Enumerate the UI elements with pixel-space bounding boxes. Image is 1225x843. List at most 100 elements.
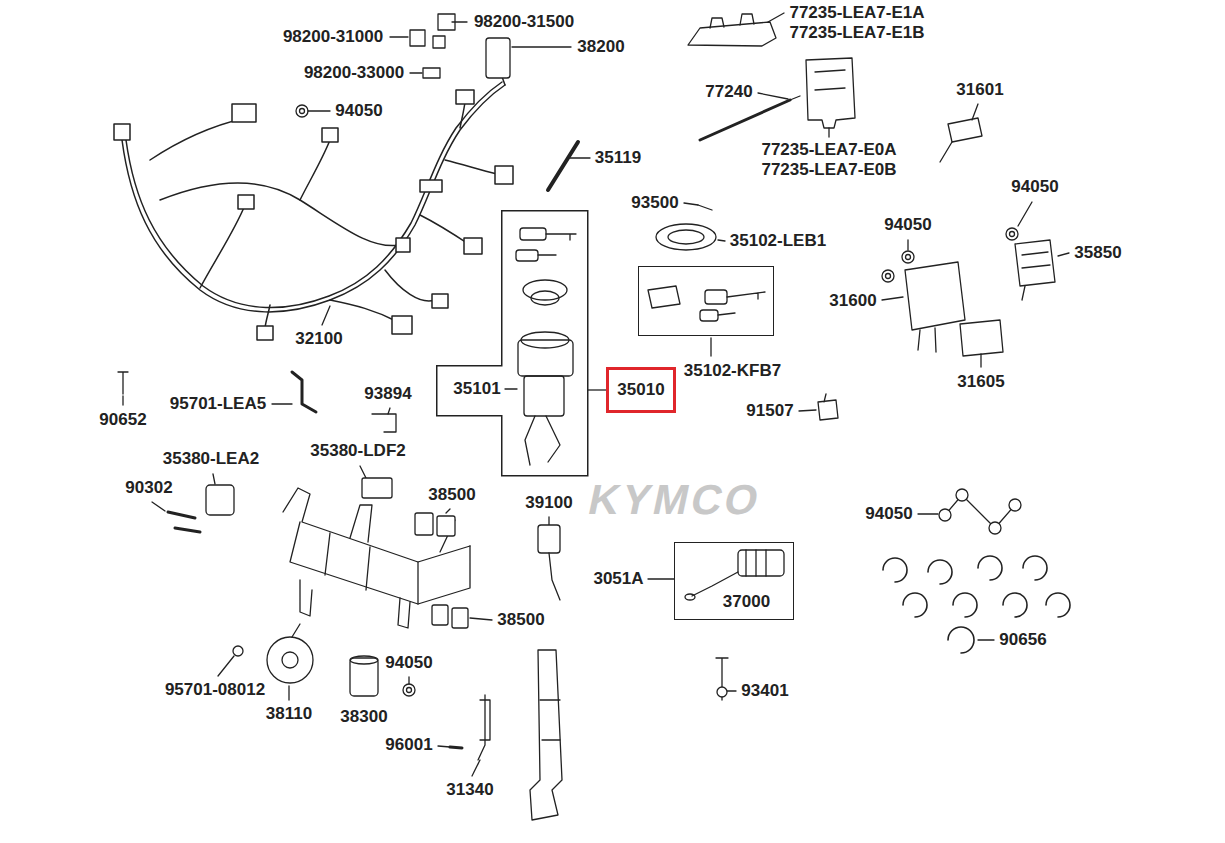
parts-illustration <box>122 396 123 405</box>
parts-illustration <box>420 215 470 245</box>
parts-illustration <box>945 495 1015 528</box>
parts-illustration <box>738 550 784 576</box>
callout-number: 39100 <box>524 493 573 513</box>
parts-illustration <box>495 166 513 184</box>
parts-illustration <box>918 328 936 352</box>
parts-illustration <box>928 560 952 584</box>
parts-illustration <box>570 157 590 158</box>
callout-number: 35850 <box>1073 243 1122 263</box>
parts-illustration <box>432 294 448 308</box>
parts-illustration <box>445 160 497 174</box>
parts-illustration <box>390 36 408 37</box>
parts-illustration <box>518 340 573 376</box>
parts-illustration <box>948 627 974 653</box>
group-outline <box>437 211 588 476</box>
parts-illustration <box>718 313 735 315</box>
parts-illustration <box>688 22 776 46</box>
group-outline <box>436 210 587 475</box>
callout-number: 31601 <box>955 80 1004 100</box>
watermark-text: KYMCO <box>583 477 766 523</box>
callout-number: 94050 <box>864 504 913 524</box>
parts-illustration <box>1009 499 1021 511</box>
callout-number: 98200-31000 <box>282 27 384 47</box>
parts-illustration <box>940 142 952 162</box>
parts-illustration <box>450 747 462 748</box>
key-set-drawing <box>648 286 765 321</box>
callout-number: 95701-08012 <box>164 680 266 700</box>
parts-illustration <box>705 290 727 304</box>
parts-illustration <box>330 300 398 322</box>
callout-number: 35101 <box>452 379 501 399</box>
parts-illustration <box>1006 228 1018 240</box>
parts-illustration <box>978 639 994 640</box>
parts-illustration <box>437 516 455 536</box>
parts-illustration <box>939 509 951 521</box>
parts-illustration <box>718 240 725 241</box>
parts-illustration <box>288 686 289 700</box>
parts-illustration <box>956 489 968 501</box>
parts-illustration <box>486 38 510 78</box>
parts-illustration <box>213 474 215 484</box>
parts-illustration <box>700 310 718 321</box>
parts-illustration <box>438 14 455 30</box>
parts-illustration <box>292 372 316 412</box>
callout-number: 90656 <box>998 630 1047 650</box>
parts-illustration <box>656 224 716 250</box>
parts-illustration <box>700 100 790 140</box>
parts-illustration <box>272 403 292 404</box>
parts-illustration <box>114 13 1070 820</box>
parts-illustration <box>886 274 891 279</box>
ignition-switch-drawing <box>516 228 576 465</box>
parts-illustration <box>727 690 736 691</box>
callout-number: 96001 <box>384 735 433 755</box>
parts-illustration <box>200 205 245 288</box>
lower-parts-drawing <box>118 372 728 820</box>
parts-illustration <box>218 656 234 676</box>
parts-illustration <box>549 553 560 600</box>
callout-number: 91507 <box>745 401 794 421</box>
parts-illustration <box>818 394 838 420</box>
kit-box: 3051A37000 <box>674 542 794 620</box>
parts-illustration <box>464 238 482 254</box>
parts-illustration <box>716 658 728 700</box>
parts-illustration <box>505 388 517 389</box>
parts-illustration <box>325 533 370 590</box>
parts-illustration <box>118 372 128 394</box>
parts-illustration <box>360 466 366 478</box>
parts-illustration <box>403 684 415 696</box>
parts-illustration <box>238 195 254 209</box>
kit-box: 35102-KFB7 <box>638 266 774 336</box>
parts-illustration <box>882 297 903 300</box>
parts-illustration <box>168 512 200 532</box>
parts-illustration <box>948 118 982 142</box>
parts-illustration <box>1015 240 1055 286</box>
parts-illustration <box>648 286 680 308</box>
callout-number: 35380-LDF2 <box>309 441 406 461</box>
parts-illustration <box>538 525 560 553</box>
parts-illustration <box>1010 232 1015 237</box>
parts-illustration <box>372 414 396 432</box>
parts-illustration <box>978 556 1002 580</box>
callout-number: 90652 <box>98 410 147 430</box>
parts-illustration <box>282 652 298 668</box>
parts-illustration <box>232 104 256 122</box>
parts-illustration <box>538 254 556 255</box>
parts-illustration <box>668 230 704 244</box>
parts-illustration <box>746 550 766 576</box>
parts-illustration <box>407 688 412 693</box>
parts-illustration <box>540 700 560 740</box>
callout-number: 93894 <box>363 384 412 404</box>
parts-illustration <box>420 180 442 192</box>
parts-illustration <box>396 238 410 252</box>
callout-number: 35380-LEA2 <box>162 449 260 469</box>
callout-number: 35010 <box>616 380 665 400</box>
callout-number: 3051A <box>592 569 644 589</box>
callout-number: 32100 <box>294 329 343 349</box>
callout-number: 77235-LEA7-E1A <box>788 3 925 23</box>
parts-illustration <box>114 124 130 140</box>
parts-illustration <box>882 270 894 282</box>
parts-illustration <box>300 109 305 114</box>
